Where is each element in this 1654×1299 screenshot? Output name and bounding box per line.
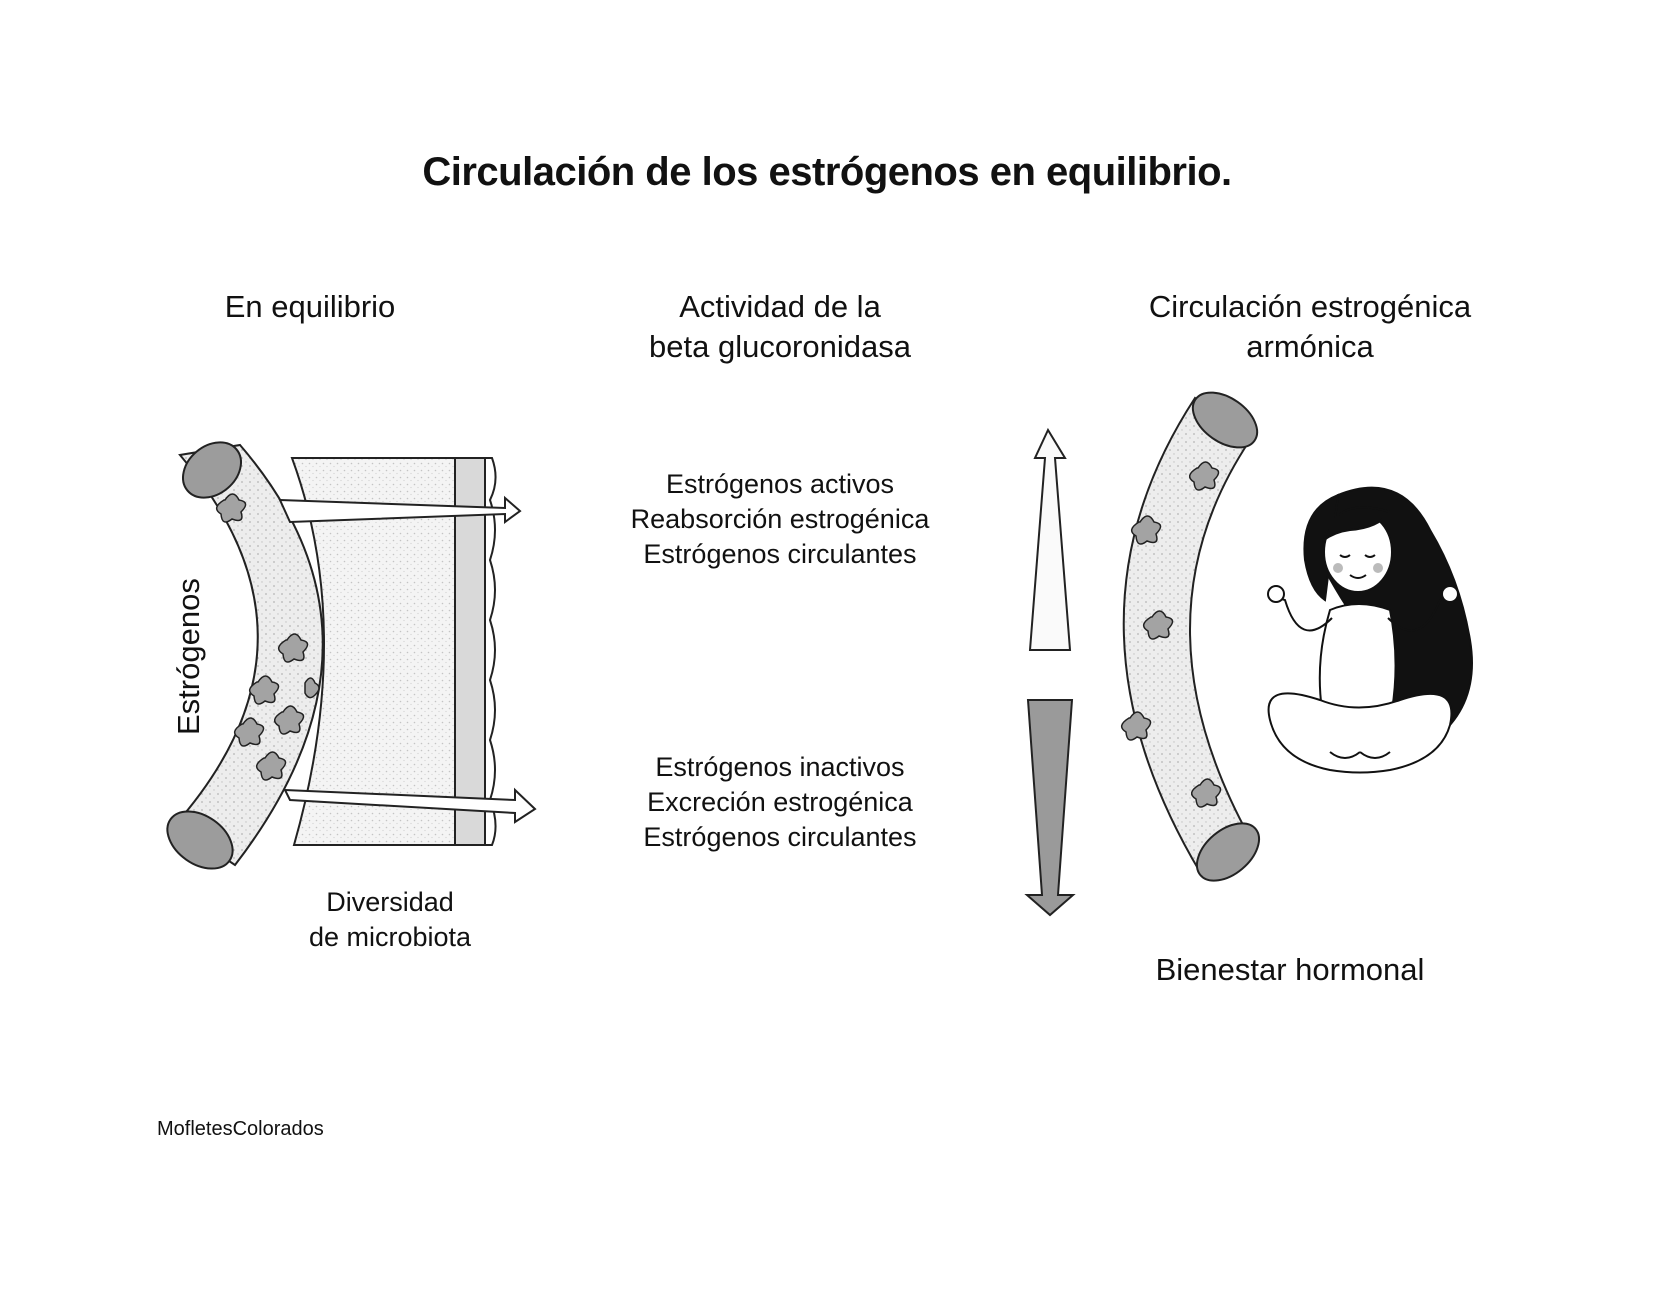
crossed-legs	[1267, 692, 1453, 774]
arrow-reabsorption-upper	[278, 495, 522, 524]
particle	[277, 633, 309, 663]
bangs	[1322, 506, 1392, 543]
epithelium-layer	[454, 457, 486, 846]
hand-right	[1441, 585, 1459, 603]
particle	[273, 705, 305, 735]
cheek-left	[1333, 563, 1343, 573]
meditating-woman-illustration	[1267, 486, 1473, 774]
tube-body-right	[1122, 396, 1252, 874]
estrogen-particles-left	[215, 493, 320, 781]
microbiota-line2: de microbiota	[308, 922, 472, 952]
lower-line: Estrógenos inactivos	[655, 752, 905, 782]
estrogen-particles-right	[1120, 461, 1222, 808]
heading-circulacion-armonica: Circulación estrogénica armónica	[1100, 287, 1520, 367]
watermark: MofletesColorados	[157, 1118, 324, 1140]
hair-left	[1303, 493, 1340, 602]
arrow-reabsorption-lower	[283, 787, 537, 824]
particle	[233, 717, 265, 747]
arrow-up-white	[1028, 427, 1072, 651]
upper-line: Estrógenos activos	[665, 469, 895, 499]
particle	[304, 677, 320, 699]
smile	[1349, 574, 1367, 579]
lower-text-block: Estrógenos inactivos Excreción estrogéni…	[600, 750, 960, 855]
tube-label-estrogenos: Estrógenos	[171, 578, 206, 735]
arrow-down-grey	[1024, 699, 1076, 917]
particle	[1188, 461, 1220, 491]
upper-line: Estrógenos circulantes	[643, 539, 917, 569]
tube-opening-top-right	[1191, 391, 1259, 449]
heading-beta-line1: Actividad de la	[679, 289, 881, 324]
lower-line: Excreción estrogénica	[647, 787, 913, 817]
torso	[1318, 603, 1397, 711]
tube-opening-top-left	[182, 441, 242, 499]
particle	[1142, 610, 1174, 640]
heading-beta-line2: beta glucoronidasa	[649, 329, 911, 364]
upper-text-block: Estrógenos activos Reabsorción estrogéni…	[600, 467, 960, 572]
particle	[1130, 515, 1162, 545]
membrane-edge	[484, 457, 497, 846]
tube-opening-bottom-left	[166, 810, 234, 870]
heading-circulacion-line2: armónica	[1246, 329, 1374, 364]
arm-left	[1277, 597, 1333, 632]
particle	[248, 675, 280, 705]
feet	[1329, 751, 1391, 759]
lower-line: Estrógenos circulantes	[643, 822, 917, 852]
tube-body-left	[173, 443, 324, 867]
particle	[1120, 711, 1152, 741]
heading-en-equilibrio: En equilibrio	[224, 289, 396, 324]
microbiota-line1: Diversidad	[326, 887, 454, 917]
particle	[215, 493, 247, 523]
heading-circulacion-line1: Circulación estrogénica	[1148, 289, 1472, 324]
eyes	[1339, 554, 1376, 558]
arm-right	[1387, 597, 1449, 632]
heading-beta-glucoronidasa: Actividad de la beta glucoronidasa	[590, 287, 970, 367]
wellbeing-label: Bienestar hormonal	[1155, 952, 1425, 987]
particle	[255, 751, 287, 781]
microbiota-label: Diversidad de microbiota	[275, 885, 505, 955]
upper-line: Reabsorción estrogénica	[630, 504, 930, 534]
tube-opening-bottom-right	[1196, 822, 1260, 882]
page-title: Circulación de los estrógenos en equilib…	[422, 150, 1232, 194]
cheek-right	[1373, 563, 1383, 573]
particle	[1190, 778, 1222, 808]
hand-left	[1267, 585, 1285, 603]
